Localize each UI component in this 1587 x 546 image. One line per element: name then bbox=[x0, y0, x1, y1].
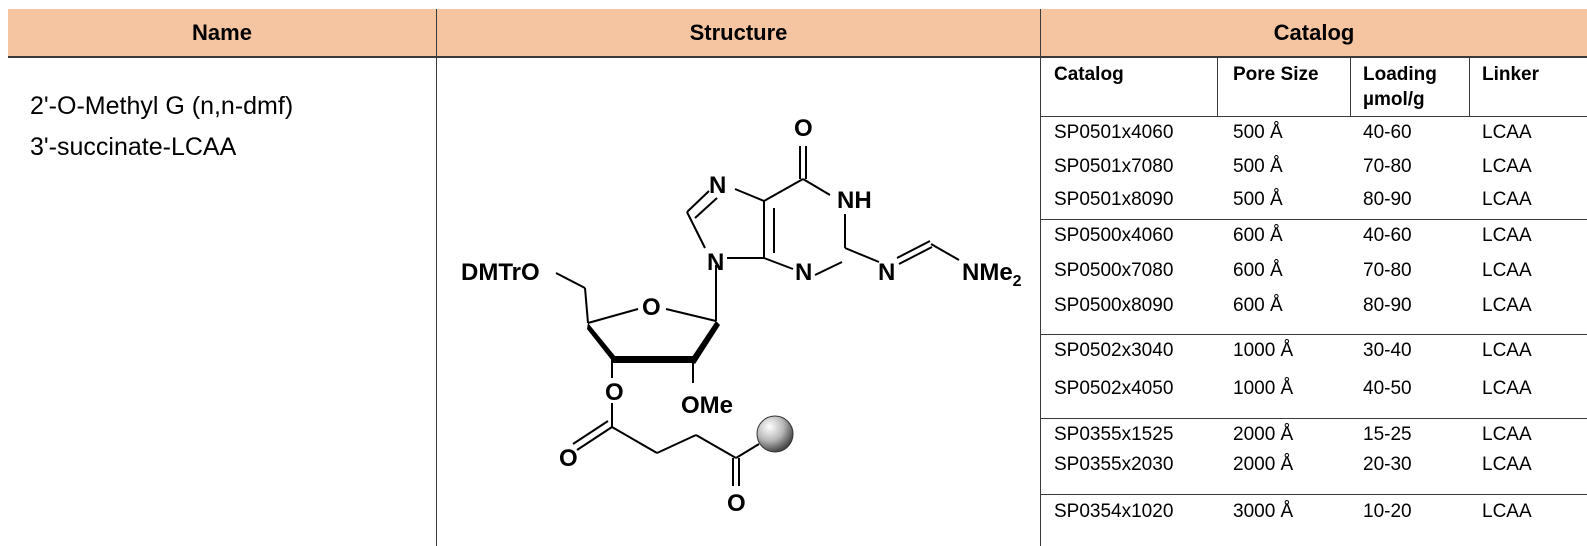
atom-label: O bbox=[727, 490, 746, 517]
row-divider bbox=[1041, 418, 1587, 419]
column-divider bbox=[1040, 9, 1041, 546]
product-name-line1: 2'-O-Methyl G (n,n-dmf) bbox=[30, 92, 294, 120]
column-divider bbox=[1350, 58, 1351, 116]
column-header-catalog: Catalog bbox=[1054, 64, 1124, 85]
header-catalog: Catalog bbox=[1273, 19, 1355, 45]
bond-lines bbox=[555, 146, 960, 486]
atom-label: DMTrO bbox=[461, 259, 540, 286]
column-header-pore-size: Pore Size bbox=[1233, 64, 1319, 85]
atom-label: O bbox=[794, 115, 813, 142]
column-header-loading: Loading µmol/g bbox=[1363, 64, 1437, 110]
atom-label: N bbox=[795, 259, 812, 286]
solid-support-bead bbox=[756, 415, 794, 453]
column-divider bbox=[1217, 58, 1218, 116]
column-divider bbox=[436, 9, 437, 546]
product-name: 2'-O-Methyl G (n,n-dmf) 3'-succinate-LCA… bbox=[30, 86, 293, 168]
atom-label: NH bbox=[837, 187, 872, 214]
header-structure: Structure bbox=[689, 19, 788, 45]
row-divider bbox=[1041, 334, 1587, 335]
atom-label: OMe bbox=[681, 392, 733, 419]
atom-label: O bbox=[559, 445, 578, 472]
row-divider bbox=[1041, 494, 1587, 495]
column-header-linker: Linker bbox=[1482, 64, 1540, 85]
atom-label: O bbox=[605, 379, 624, 406]
product-name-line2: 3'-succinate-LCAA bbox=[30, 133, 237, 161]
atom-label: O bbox=[642, 294, 661, 321]
row-divider bbox=[1041, 116, 1587, 117]
column-divider bbox=[1469, 58, 1470, 116]
atom-label: NMe2 bbox=[962, 259, 1022, 290]
row-divider bbox=[1041, 219, 1587, 220]
header-name: Name bbox=[192, 19, 252, 45]
stereo-bonds bbox=[587, 321, 720, 364]
catalog-table: Catalog Pore Size Loading µmol/g Linker … bbox=[1041, 58, 1587, 546]
table-header: Name Structure Catalog bbox=[8, 9, 1587, 58]
chemical-structure: O N NH N N N NMe2 DMTrO O O OMe O O bbox=[461, 115, 1022, 517]
atom-label: N bbox=[709, 172, 726, 199]
atom-label: N bbox=[878, 259, 895, 286]
atom-label: N bbox=[707, 249, 724, 276]
